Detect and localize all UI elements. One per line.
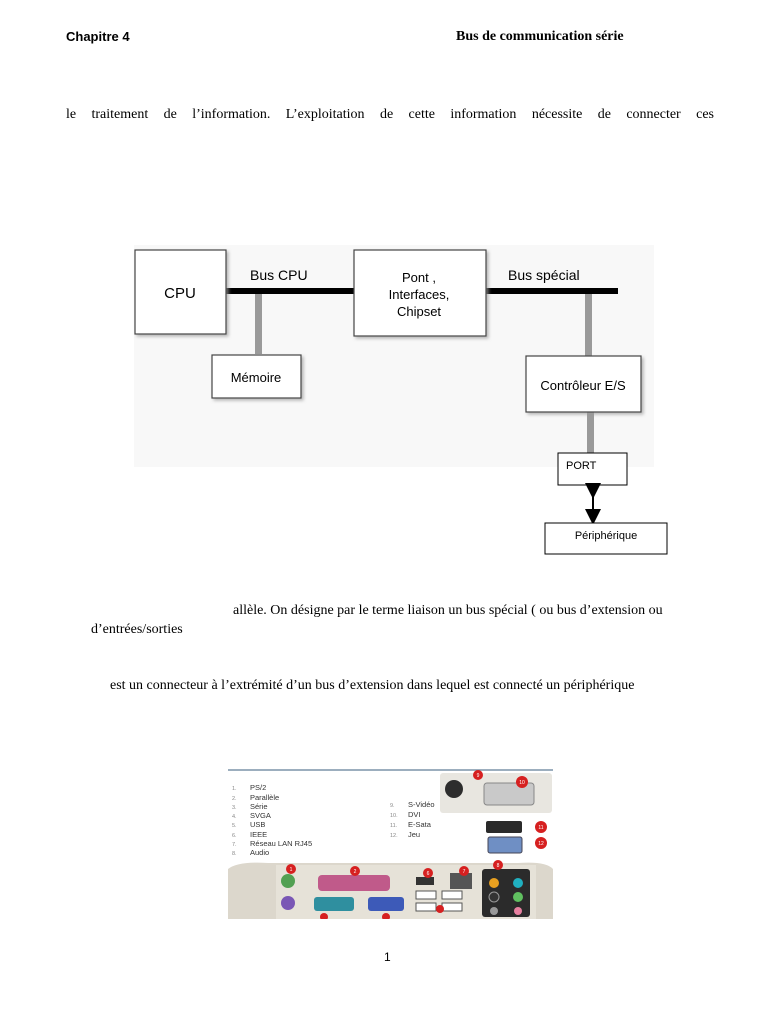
word: connecter — [626, 107, 681, 122]
word: information — [450, 107, 517, 122]
peripheral-label: Périphérique — [575, 530, 637, 542]
legend-item: DVI — [408, 810, 421, 819]
word: de — [597, 107, 611, 122]
svg-text:5.: 5. — [232, 823, 237, 829]
word: nécessite — [531, 107, 583, 122]
svideo-port-icon — [445, 780, 463, 798]
svg-text:10.: 10. — [390, 813, 398, 819]
svg-text:11: 11 — [538, 825, 543, 831]
word: l’information. — [192, 107, 271, 122]
connector-panel-photo: 1. 2. 3. 4. 5. 6. 7. 8. PS/2 Parallèle Série S… — [228, 769, 553, 919]
chapter-label: Chapitre 4 — [66, 29, 130, 44]
word: traitement — [91, 107, 149, 122]
memory-connector — [255, 294, 262, 354]
io-connector — [585, 294, 592, 356]
bus-special-label: Bus spécial — [508, 267, 580, 283]
legend-item: Audio — [250, 848, 269, 857]
port-label: PORT — [566, 460, 597, 472]
svg-text:2.: 2. — [232, 796, 237, 802]
cpu-label: CPU — [164, 285, 196, 302]
svg-text:9.: 9. — [390, 803, 395, 809]
bus-cpu-line — [226, 288, 356, 294]
dvi-port-icon — [483, 782, 535, 806]
svg-text:9: 9 — [477, 773, 480, 779]
svg-text:1.: 1. — [232, 786, 237, 792]
chipset-label-line1: Pont , — [402, 270, 436, 285]
svg-text:4.: 4. — [232, 814, 237, 820]
peripheral-box — [544, 522, 668, 555]
esata-port-icon — [486, 821, 522, 833]
word: L’exploitation — [285, 107, 365, 122]
bus-special-line — [486, 288, 618, 294]
ps2-keyboard-icon — [281, 896, 295, 910]
paragraph-line-1: le traitement de l’information. L’exploi… — [66, 107, 714, 123]
port-connector — [587, 412, 594, 453]
svg-text:8.: 8. — [232, 851, 237, 857]
usb-port-icon — [415, 890, 437, 900]
legend-item: Jeu — [408, 830, 420, 839]
memory-label: Mémoire — [231, 370, 282, 385]
svg-text:12.: 12. — [390, 833, 398, 839]
paragraph-3: est un connecteur à l’extrémité d’un bus… — [110, 678, 635, 693]
svg-text:7: 7 — [463, 869, 466, 875]
svg-text:6.: 6. — [232, 833, 237, 839]
chipset-box — [353, 249, 487, 337]
ieee-port-icon — [416, 877, 434, 885]
cpu-box — [134, 249, 227, 335]
page-number: 1 — [384, 950, 391, 964]
lan-port-icon — [450, 873, 472, 889]
legend-item: E-Sata — [408, 820, 432, 829]
parallel-port-icon — [318, 875, 390, 891]
svg-text:3.: 3. — [232, 805, 237, 811]
svg-text:6: 6 — [427, 871, 430, 877]
legend-item: PS/2 — [250, 783, 266, 792]
word: de — [163, 107, 177, 122]
svg-text:8: 8 — [497, 863, 500, 869]
legend-item: Parallèle — [250, 793, 279, 802]
word: le — [66, 107, 77, 122]
serial-port-icon — [314, 897, 354, 911]
svg-text:2: 2 — [354, 869, 357, 875]
paragraph-2-line-2: d’entrées/sorties — [91, 622, 183, 637]
legend-item: SVGA — [250, 811, 271, 820]
legend-item: Réseau LAN RJ45 — [250, 839, 312, 848]
audio-ports-icon — [482, 869, 530, 917]
word: de — [379, 107, 394, 122]
word: cette — [408, 107, 435, 122]
io-controller-label: Contrôleur E/S — [540, 378, 626, 393]
legend-item: Série — [250, 802, 268, 811]
chapter-title: Bus de communication série — [456, 29, 624, 44]
io-controller-box — [525, 355, 642, 413]
legend-item: USB — [250, 820, 265, 829]
svga-port-icon — [368, 897, 404, 911]
svg-text:12: 12 — [538, 841, 544, 847]
svg-text:10: 10 — [519, 780, 525, 786]
chipset-label-line3: Chipset — [397, 304, 441, 319]
legend-item: S-Vidéo — [408, 800, 435, 809]
game-port-icon — [487, 836, 523, 854]
ps2-mouse-icon — [281, 874, 295, 888]
legend-item: IEEE — [250, 830, 267, 839]
word: ces — [696, 107, 714, 122]
paragraph-2-line-1: allèle. On désigne par le terme liaison … — [233, 603, 663, 618]
svg-text:7.: 7. — [232, 842, 237, 848]
svg-text:1: 1 — [290, 867, 293, 873]
memory-box — [211, 354, 302, 399]
bus-cpu-label: Bus CPU — [250, 267, 308, 283]
svg-text:11.: 11. — [390, 823, 398, 829]
bus-architecture-diagram: CPU Bus CPU Pont , Interfaces, Chipset B… — [134, 245, 668, 555]
chipset-label-line2: Interfaces, — [389, 287, 450, 302]
